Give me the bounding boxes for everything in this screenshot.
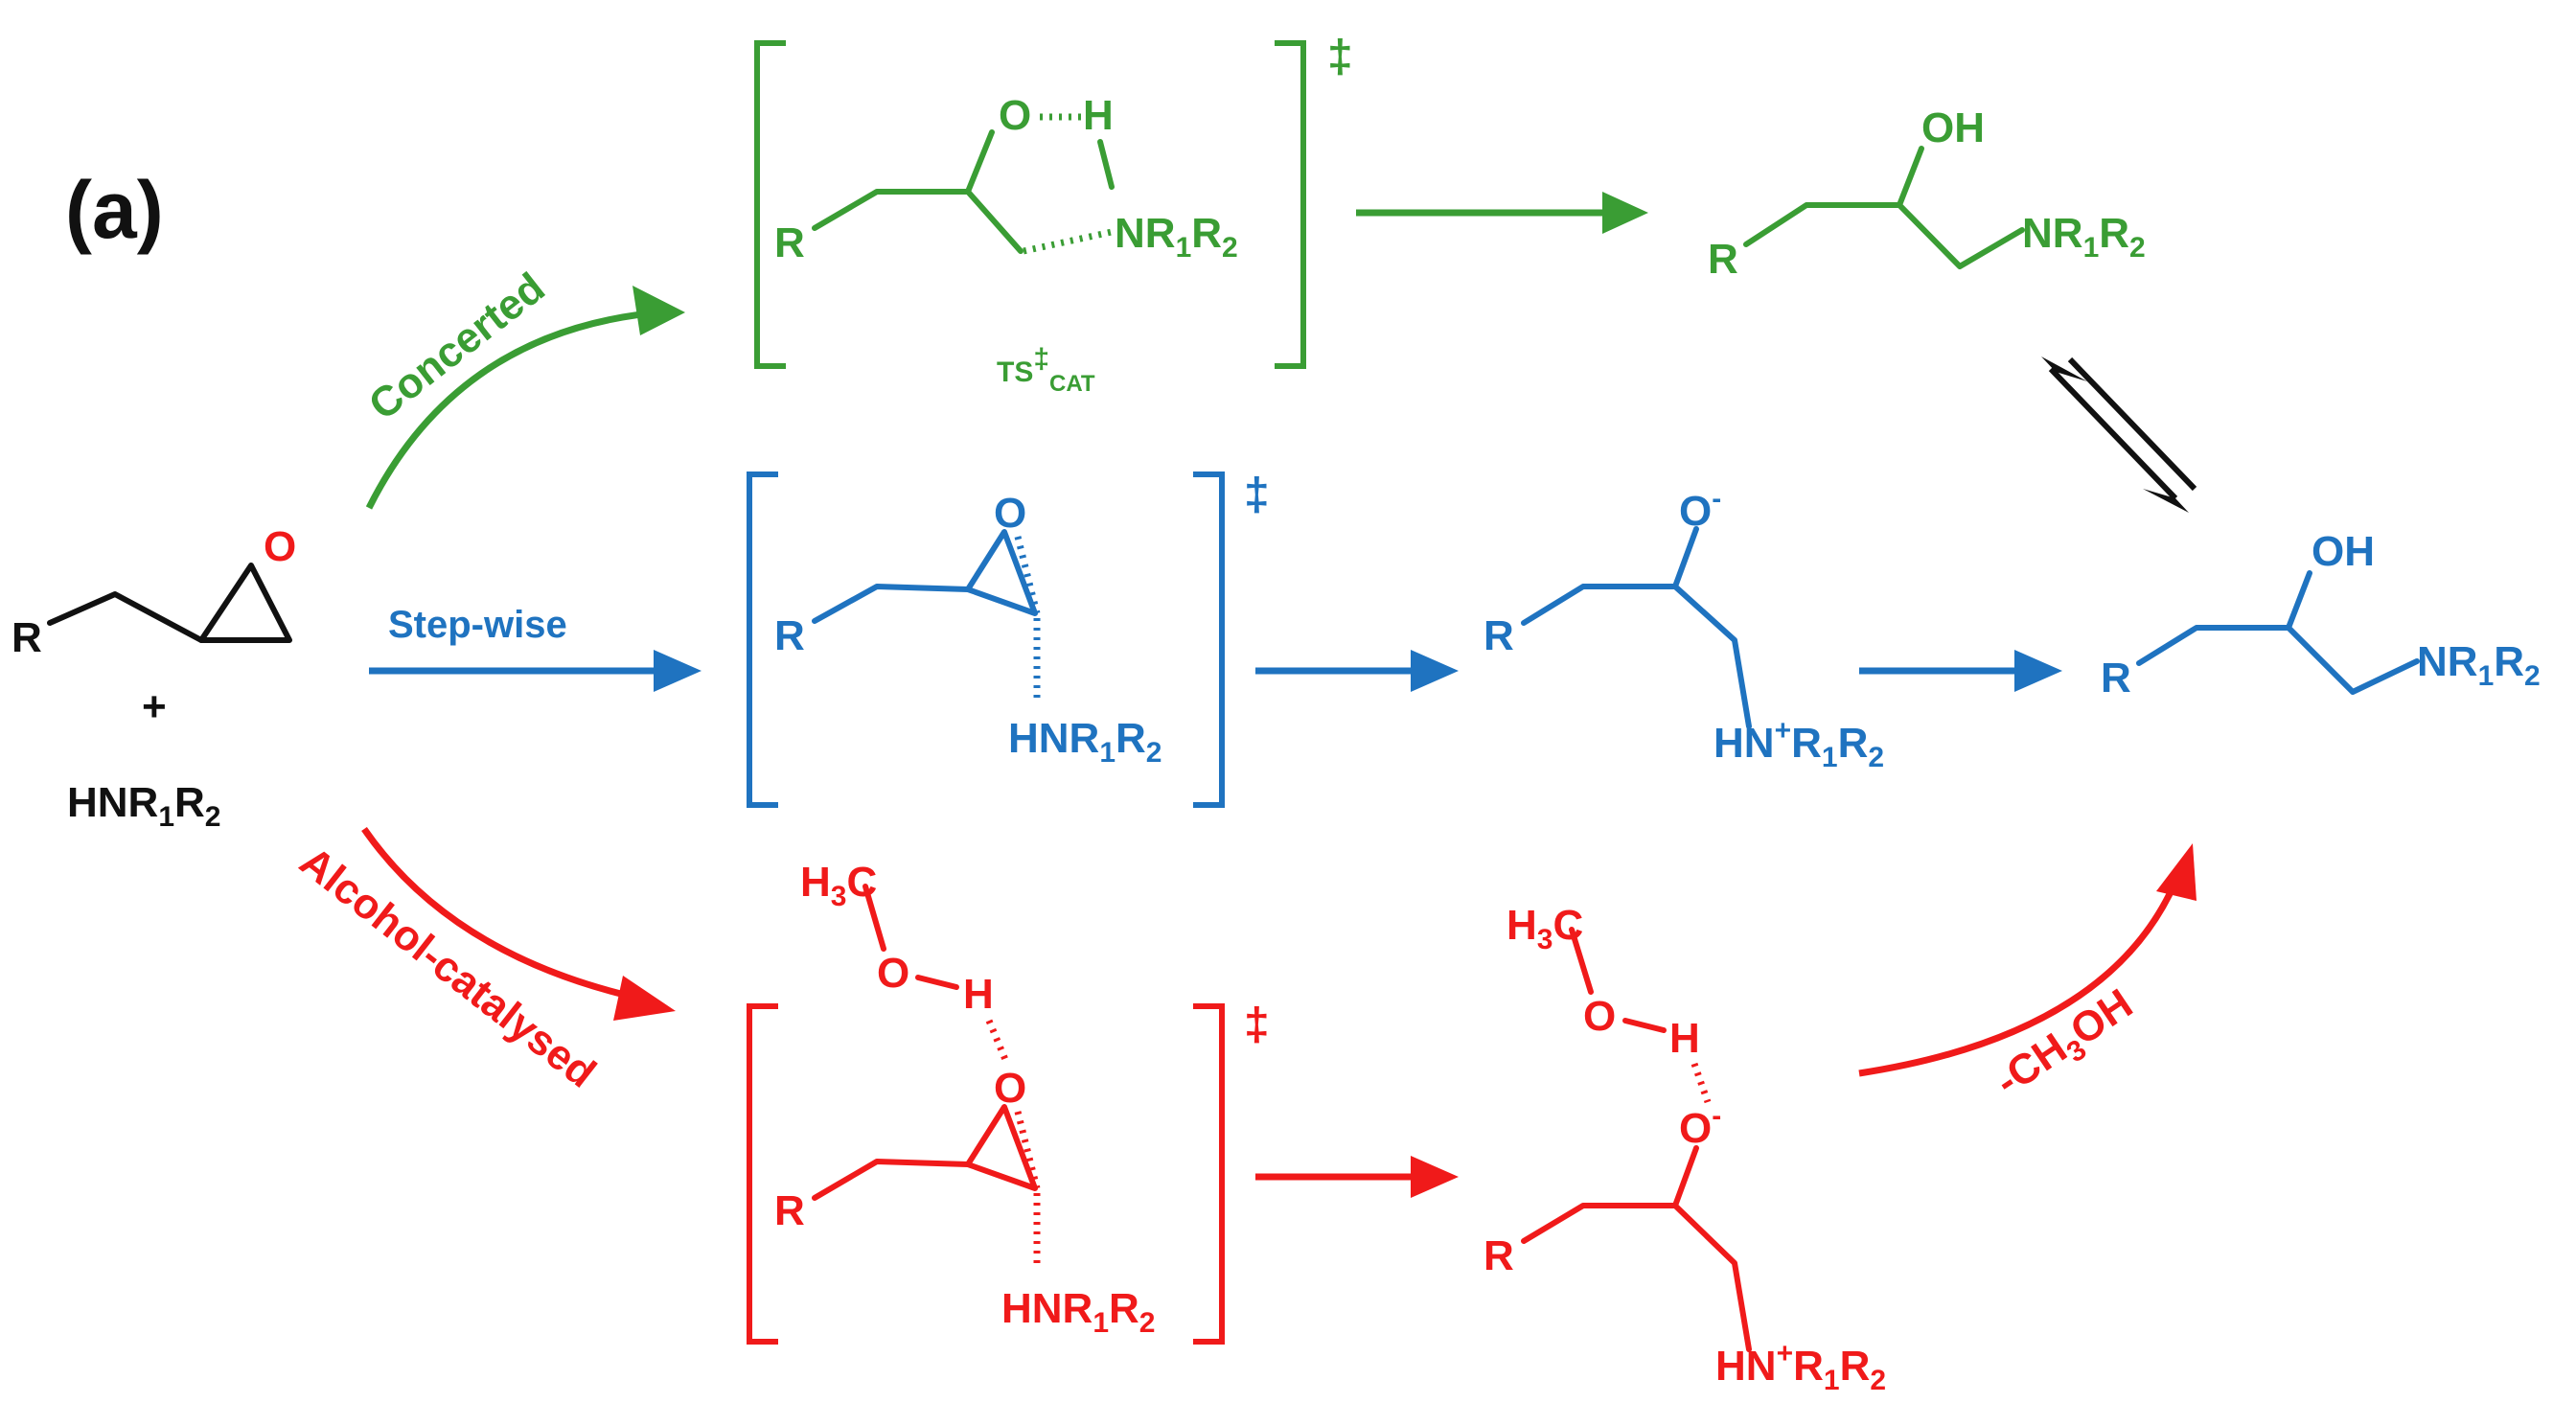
svg-text:O-: O- xyxy=(1679,1100,1721,1152)
svg-text:O: O xyxy=(994,490,1026,537)
svg-text:HN+R1R2: HN+R1R2 xyxy=(1714,715,1884,773)
ts-cat-label: TS‡CAT xyxy=(997,343,1095,397)
svg-text:H: H xyxy=(1669,1015,1700,1062)
svg-text:H: H xyxy=(1083,92,1114,139)
concerted-arrowhead xyxy=(632,286,685,335)
plus-sign: + xyxy=(142,683,167,730)
ts-concerted: ‡ R O H NR1R2 TS‡CAT xyxy=(754,32,1353,397)
svg-text:R: R xyxy=(774,612,805,659)
svg-text:HNR1R2: HNR1R2 xyxy=(1008,715,1162,769)
alcohol-label: Alcohol-catalysed xyxy=(291,838,605,1096)
svg-text:R: R xyxy=(1708,236,1738,283)
svg-text:R: R xyxy=(1484,612,1514,659)
alcohol-arrow-3 xyxy=(1858,880,2179,1077)
epoxide-oxygen: O xyxy=(264,523,296,570)
ts-stepwise: ‡ R O HNR1R2 xyxy=(747,470,1270,808)
svg-text:HNR1R2: HNR1R2 xyxy=(67,779,220,833)
svg-text:HN+R1R2: HN+R1R2 xyxy=(1715,1338,1886,1396)
svg-text:R: R xyxy=(774,219,805,266)
intermediate-zwitterion-red: H3C O H R O- HN+R1R2 xyxy=(1484,902,1886,1396)
svg-text:H3C: H3C xyxy=(1506,902,1583,955)
alcohol-arrow xyxy=(361,827,633,1000)
svg-text:H3C: H3C xyxy=(800,859,877,912)
svg-text:‡: ‡ xyxy=(1327,32,1353,82)
svg-text:NR1R2: NR1R2 xyxy=(2417,638,2541,692)
svg-text:O: O xyxy=(994,1065,1026,1112)
svg-text:OH: OH xyxy=(2312,528,2375,575)
product-green: R OH NR1R2 xyxy=(1708,104,2146,283)
svg-text:HNR1R2: HNR1R2 xyxy=(1001,1285,1155,1339)
svg-text:NR1R2: NR1R2 xyxy=(2022,210,2146,264)
svg-text:O: O xyxy=(999,92,1031,139)
svg-text:R: R xyxy=(1484,1232,1514,1279)
svg-text:R: R xyxy=(12,614,42,661)
ts-alcohol: H3C O H ‡ R O HNR1R2 xyxy=(747,859,1270,1345)
svg-text:O: O xyxy=(1583,993,1616,1040)
svg-text:‡: ‡ xyxy=(1244,1000,1270,1050)
svg-text:NR1R2: NR1R2 xyxy=(1115,210,1238,264)
product-blue: R OH NR1R2 xyxy=(2101,528,2541,702)
reactant-amine: HNR1R2 xyxy=(67,779,220,833)
svg-text:R: R xyxy=(2101,655,2131,702)
svg-text:R: R xyxy=(774,1187,805,1234)
intermediate-zwitterion-blue: R O- HN+R1R2 xyxy=(1484,483,1884,773)
stepwise-label: Step-wise xyxy=(388,604,567,646)
svg-text:O: O xyxy=(877,950,909,997)
svg-text:‡: ‡ xyxy=(1244,470,1270,520)
svg-text:O-: O- xyxy=(1679,483,1721,535)
equilibrium-arrows xyxy=(2041,356,2197,513)
concerted-arrow xyxy=(365,308,672,510)
reactant-epoxide: R O xyxy=(12,523,296,661)
svg-text:H: H xyxy=(963,971,994,1018)
panel-label: (a) xyxy=(65,165,164,255)
methanol-loss-label: -CH3OH xyxy=(1987,980,2145,1111)
svg-text:OH: OH xyxy=(1921,104,1985,151)
